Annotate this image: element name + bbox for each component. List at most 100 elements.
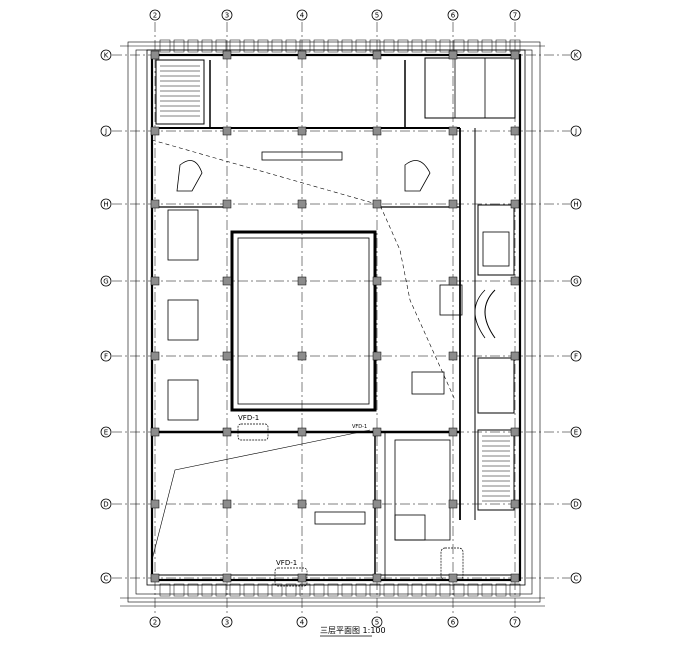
svg-text:7: 7 [513,619,517,627]
grid-bubble-column: 3 [221,616,233,628]
atrium-wall [230,230,377,412]
equipment-label: VFD-1 [238,414,259,422]
svg-text:H: H [573,201,578,209]
column [510,351,520,361]
column [150,573,160,583]
grid-bubble-row: E [570,426,582,438]
grid-bubble-column: 6 [447,616,459,628]
column [222,427,232,437]
stair-top-left [155,59,205,125]
svg-text:6: 6 [451,619,456,627]
svg-text:5: 5 [375,619,379,627]
grid-bubble-column: 6 [447,9,459,21]
column [448,126,458,136]
svg-text:4: 4 [300,619,305,627]
column [297,573,307,583]
column [297,351,307,361]
column [150,427,160,437]
svg-text:K: K [104,52,109,60]
column [448,427,458,437]
column [510,427,520,437]
stair-right [477,429,515,511]
grid-bubble-column: 7 [509,9,521,21]
grid-bubble-column: 3 [221,9,233,21]
svg-text:F: F [104,353,108,361]
column [150,351,160,361]
restrooms [424,57,516,119]
column [372,427,382,437]
svg-text:3: 3 [225,619,229,627]
grid-bubble-row: K [570,49,582,61]
svg-text:J: J [104,128,107,136]
column [510,276,520,286]
column [510,126,520,136]
structural-columns [150,50,520,583]
svg-text:2: 2 [153,12,157,20]
elevator-core [477,204,515,276]
elevator-core-2 [477,357,515,414]
grid-bubble-row: F [570,350,582,362]
grid-bubble-row: G [570,275,582,287]
column [510,499,520,509]
walls [120,41,545,607]
svg-text:3: 3 [225,12,229,20]
column [510,199,520,209]
column [297,50,307,60]
column [222,276,232,286]
column [150,276,160,286]
grid-bubble-row: D [570,498,582,510]
column [297,427,307,437]
column [448,276,458,286]
column [372,276,382,286]
column [372,126,382,136]
grid-bubble-column: 2 [149,9,161,21]
column [222,573,232,583]
grid-bubble-row: K [100,49,112,61]
column [222,351,232,361]
column [297,126,307,136]
svg-text:F: F [574,353,578,361]
column [448,50,458,60]
column [372,199,382,209]
grid-bubble-column: 4 [296,616,308,628]
grid-bubble-row: E [100,426,112,438]
column [150,50,160,60]
exterior-wall [150,53,522,582]
grid-bubble-row: J [570,125,582,137]
grid-bubble-row: J [100,125,112,137]
column [448,499,458,509]
grid-bubble-row: H [100,198,112,210]
grid-bubble-column: 5 [371,616,383,628]
grid-bubble-row: C [100,572,112,584]
svg-text:G: G [103,278,108,286]
drawing-title: 三层平面图 1:100 [320,626,386,635]
column [372,573,382,583]
grid-bubble-row: F [100,350,112,362]
svg-text:D: D [103,501,108,509]
equipment-label: VFD-1 [352,424,367,430]
column [448,573,458,583]
column [448,351,458,361]
grid-bubble-column: 7 [509,616,521,628]
svg-text:G: G [573,278,578,286]
grid-bubble-row: G [100,275,112,287]
column [297,499,307,509]
svg-text:5: 5 [375,12,379,20]
column [510,50,520,60]
svg-text:H: H [103,201,108,209]
grid-bubble-column: 5 [371,9,383,21]
column [150,499,160,509]
column [372,50,382,60]
grid-bubble-column: 2 [149,616,161,628]
equipment-label: VFD-1 [276,559,297,567]
column [222,50,232,60]
svg-text:7: 7 [513,12,517,20]
column [297,276,307,286]
column [297,199,307,209]
svg-text:2: 2 [153,619,157,627]
grid-bubble-column: 4 [296,9,308,21]
svg-text:D: D [573,501,578,509]
grid-bubble-row: H [570,198,582,210]
column [372,351,382,361]
